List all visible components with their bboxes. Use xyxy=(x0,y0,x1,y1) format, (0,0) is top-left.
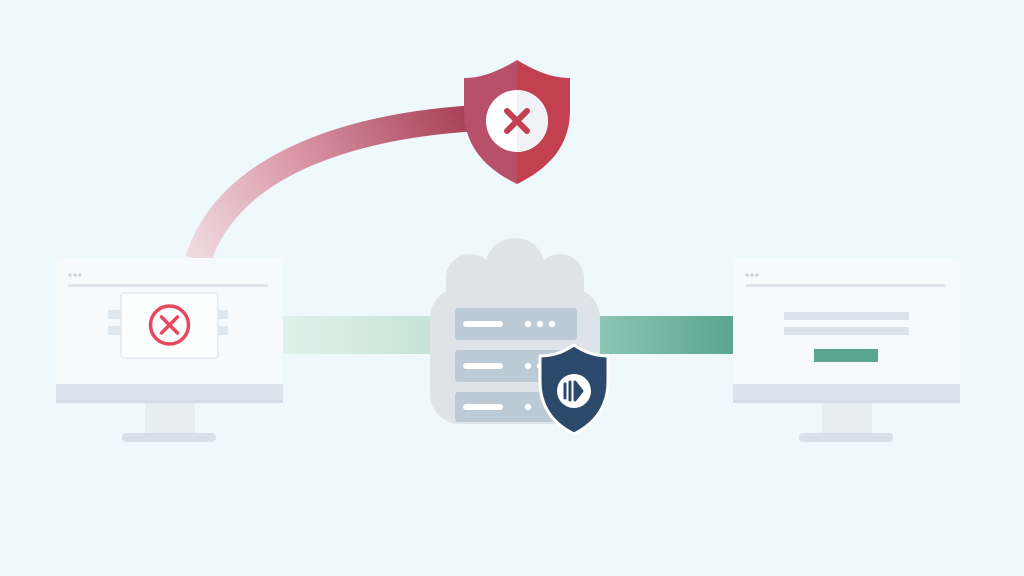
shield-x-icon xyxy=(464,60,570,184)
left-monitor xyxy=(56,258,283,442)
blocked-traffic-arc xyxy=(185,105,479,265)
address-bar xyxy=(745,284,945,287)
page-button xyxy=(814,349,878,362)
monitor-stand xyxy=(822,402,872,436)
circle-x-icon xyxy=(148,304,191,346)
monitor-stand xyxy=(145,402,195,436)
left-connection-bar xyxy=(282,316,432,354)
monitor-bezel xyxy=(733,384,960,403)
content-line xyxy=(784,327,909,335)
monitor-base xyxy=(122,433,216,442)
server-unit xyxy=(455,308,577,340)
shield-icon xyxy=(538,343,610,436)
monitor-base xyxy=(799,433,893,442)
monitor-bezel xyxy=(56,384,283,403)
address-bar xyxy=(68,284,268,287)
right-monitor xyxy=(733,258,960,442)
content-line xyxy=(784,312,909,320)
right-connection-bar xyxy=(598,316,734,354)
